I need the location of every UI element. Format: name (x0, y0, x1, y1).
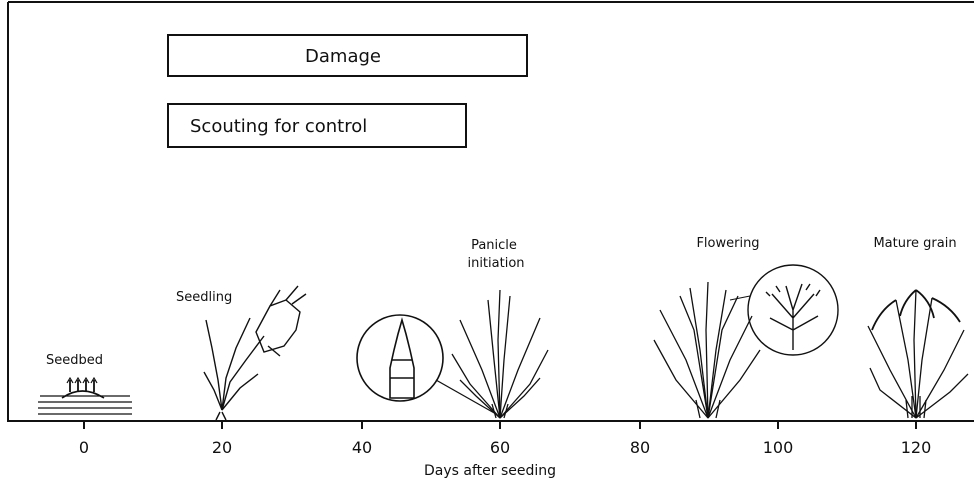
tick-label-0: 0 (79, 438, 89, 457)
scouting-bar: Scouting for control (168, 104, 466, 147)
tick-label-40: 40 (352, 438, 372, 457)
seedling-label: Seedling (176, 290, 232, 305)
panicle-label-line2: initiation (467, 256, 524, 271)
x-axis-ticks (84, 421, 916, 429)
mature-plant-illustration (868, 290, 968, 418)
flowering-label: Flowering (696, 236, 759, 251)
tick-label-80: 80 (630, 438, 650, 457)
panicle-inset-icon (357, 315, 496, 414)
flowering-inset-icon (748, 265, 838, 355)
seedling-illustration (204, 286, 306, 420)
tick-label-120: 120 (901, 438, 932, 457)
seedbed-illustration (38, 378, 132, 414)
seedbed-label: Seedbed (46, 353, 103, 368)
panicle-plant-illustration (452, 290, 548, 418)
mature-label: Mature grain (873, 236, 956, 251)
tick-label-20: 20 (212, 438, 232, 457)
damage-bar: Damage (168, 35, 527, 76)
flowering-plant-illustration (654, 282, 760, 418)
tick-label-100: 100 (763, 438, 794, 457)
panicle-label-line1: Panicle (471, 238, 517, 253)
x-axis-tick-labels: 0 20 40 60 80 100 120 (79, 438, 931, 457)
tick-label-60: 60 (490, 438, 510, 457)
scouting-label: Scouting for control (190, 116, 367, 137)
x-axis-title: Days after seeding (424, 463, 556, 479)
damage-label: Damage (305, 46, 381, 67)
